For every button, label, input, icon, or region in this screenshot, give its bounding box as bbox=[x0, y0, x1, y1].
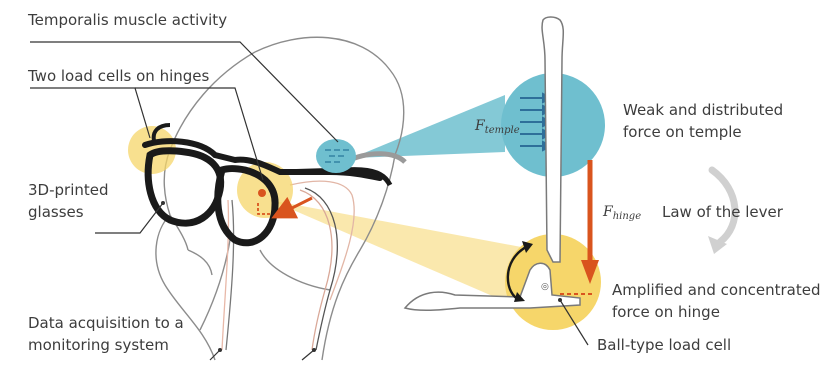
leader-end-dot-3 bbox=[312, 348, 316, 352]
leader-end-dot-4 bbox=[558, 298, 562, 302]
label-glasses-line2: glasses bbox=[28, 203, 84, 222]
leader-end-dot-1 bbox=[161, 201, 165, 205]
label-lever: Law of the lever bbox=[662, 203, 783, 222]
symbol-f-temple-main: F bbox=[475, 118, 485, 134]
label-load-cells: Two load cells on hinges bbox=[28, 67, 209, 86]
label-glasses-line1: 3D-printed bbox=[28, 181, 109, 200]
symbol-f-temple-sub: temple bbox=[485, 125, 520, 136]
leader-end-dot-2 bbox=[218, 348, 222, 352]
symbol-f-temple: Ftemple bbox=[475, 118, 520, 136]
symbol-f-hinge-sub: hinge bbox=[613, 211, 641, 222]
hinge-load-cell-dot bbox=[258, 189, 266, 197]
zoomed-temple-arm bbox=[542, 17, 563, 262]
label-weak-line1: Weak and distributed bbox=[623, 101, 783, 120]
symbol-f-hinge-main: F bbox=[603, 204, 613, 220]
hinge-pivot-mark: ◎ bbox=[541, 282, 549, 292]
label-amplified-line1: Amplified and concentrated bbox=[612, 281, 820, 300]
label-temporalis: Temporalis muscle activity bbox=[28, 11, 227, 30]
symbol-f-hinge: Fhinge bbox=[603, 204, 641, 222]
label-weak-line2: force on temple bbox=[623, 123, 742, 142]
label-daq-line1: Data acquisition to a bbox=[28, 314, 184, 333]
label-ball-cell: Ball-type load cell bbox=[597, 336, 731, 355]
label-daq-line2: monitoring system bbox=[28, 336, 169, 355]
temple-muscle-patch bbox=[316, 139, 356, 173]
label-amplified-line2: force on hinge bbox=[612, 303, 720, 322]
